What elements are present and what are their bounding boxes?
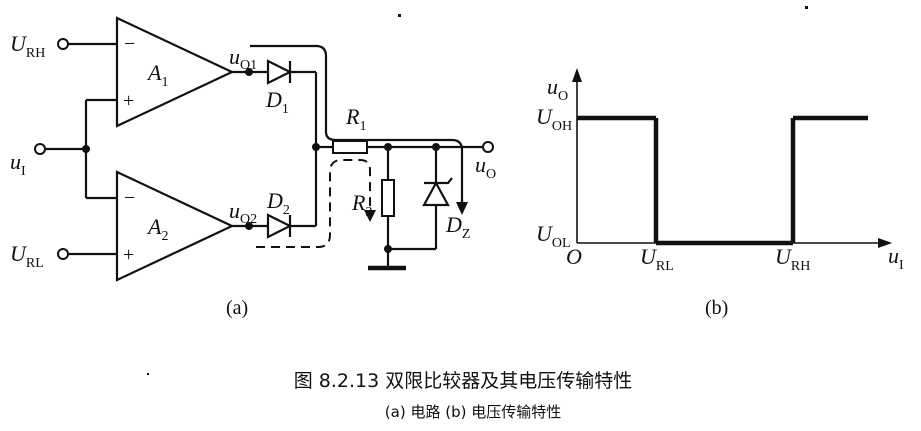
panel-label-a: (a) bbox=[226, 297, 248, 319]
resistor-r1 bbox=[332, 140, 368, 154]
opamp-a2 bbox=[115, 170, 235, 282]
figure-caption: 图 8.2.13 双限比较器及其电压传输特性 bbox=[294, 370, 633, 392]
terminal-url bbox=[57, 248, 69, 260]
level-low-label: UOL bbox=[536, 221, 571, 251]
label-dz: DZ bbox=[445, 212, 470, 242]
diode-d2 bbox=[266, 213, 293, 239]
resistor-r2 bbox=[381, 179, 395, 217]
y-axis-arrow bbox=[572, 68, 582, 82]
current-path-lower bbox=[256, 159, 371, 248]
label-d1: D1 bbox=[265, 87, 289, 117]
threshold-high-label: URH bbox=[775, 244, 810, 274]
terminal-urh bbox=[57, 38, 69, 50]
origin-label: O bbox=[566, 244, 582, 269]
label-a2: A2 bbox=[146, 214, 168, 244]
current-path-upper bbox=[250, 44, 464, 205]
terminal-uo bbox=[482, 141, 494, 153]
diode-d1 bbox=[266, 59, 293, 85]
zener-dz bbox=[422, 180, 450, 207]
label-url: URL bbox=[10, 241, 44, 271]
threshold-low-label: URL bbox=[640, 244, 674, 274]
a2-minus-sign: − bbox=[124, 187, 135, 209]
level-high-label: UOH bbox=[536, 104, 572, 134]
panel-label-b: (b) bbox=[705, 297, 728, 319]
x-axis-arrow bbox=[878, 238, 892, 248]
opamp-a1 bbox=[115, 16, 235, 128]
scan-speck bbox=[398, 14, 401, 17]
label-urh: URH bbox=[10, 31, 45, 61]
label-r2: R2 bbox=[351, 190, 372, 220]
scan-speck bbox=[805, 6, 808, 9]
terminal-ui bbox=[34, 143, 46, 155]
a2-plus-sign: + bbox=[123, 244, 134, 266]
scan-speck bbox=[147, 373, 149, 375]
label-d2: D2 bbox=[266, 188, 290, 218]
y-axis-label: uO bbox=[547, 74, 568, 104]
label-ui: uI bbox=[10, 149, 26, 179]
label-uo2: uO2 bbox=[229, 198, 257, 227]
a1-minus-sign: − bbox=[124, 33, 135, 55]
label-uo1: uO1 bbox=[229, 44, 257, 73]
x-axis-label: uI bbox=[888, 243, 904, 273]
a1-plus-sign: + bbox=[123, 90, 134, 112]
circuit-diagram: URH URL uI A1 A2 − + − + uO1 uO2 D1 D2 R… bbox=[10, 16, 496, 319]
label-r1: R1 bbox=[345, 104, 366, 134]
figure-subcaption: (a) 电路 (b) 电压传输特性 bbox=[385, 403, 561, 421]
transfer-characteristic-chart: uO uI UOH UOL O URL URH (b) bbox=[536, 68, 904, 319]
label-uo: uO bbox=[475, 152, 496, 182]
label-a1: A1 bbox=[146, 60, 168, 90]
